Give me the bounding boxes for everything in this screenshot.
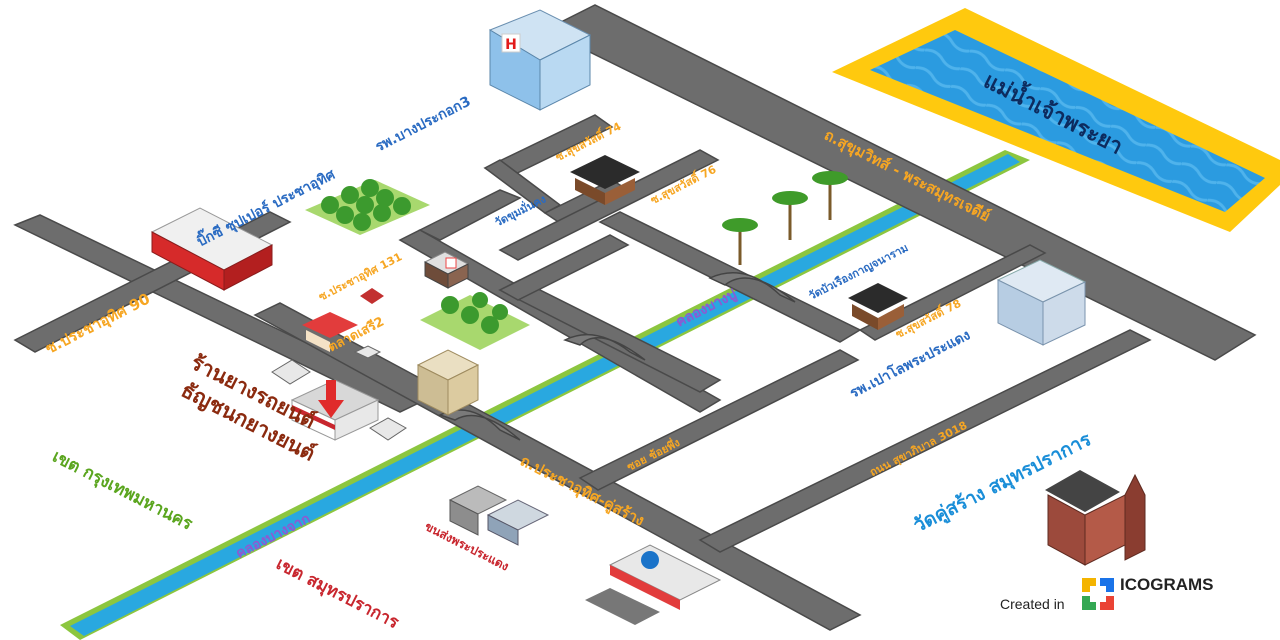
canal	[60, 150, 1030, 640]
bridges	[438, 272, 796, 441]
label-district-samut: เขต สมุทรปราการ	[273, 554, 403, 633]
thai-house-icon	[570, 155, 640, 205]
road-prachauthit	[253, 302, 862, 631]
forest-icon	[305, 179, 430, 235]
road-sukhaphiban	[698, 329, 1152, 553]
river: แม่น้ำเจ้าพระยา	[832, 8, 1280, 232]
road-khlongphueng	[578, 349, 860, 491]
credit-brand: ICOGRAMS	[1120, 575, 1214, 594]
small-houses-icon	[271, 345, 407, 441]
label-hospital-right: รพ.เปาโลพระประแดง	[846, 325, 973, 401]
apartment-icon	[416, 349, 480, 416]
hospital-top-icon: H	[488, 9, 592, 111]
convenience-store-icon	[423, 251, 470, 289]
palm-trees-icon	[722, 171, 848, 265]
roads	[13, 4, 1257, 631]
road-sukhumvit	[543, 4, 1257, 361]
road-label-sukhaphiban: ถนน สุขาภิบาล 3018	[868, 419, 970, 480]
credit: Created in ICOGRAMS	[1000, 575, 1214, 612]
hospital-right-icon	[996, 259, 1087, 346]
icograms-logo-icon	[1082, 578, 1114, 610]
location-arrow-icon	[318, 380, 344, 418]
label-hospital-top: รพ.บางประกอก3	[373, 94, 474, 156]
warehouse-icon	[150, 207, 274, 291]
church-icon	[1045, 470, 1146, 566]
label-district-bkk: เขต กรุงเทพมหานคร	[49, 447, 196, 535]
bus-terminal-icon	[448, 485, 550, 546]
credit-prefix: Created in	[1000, 596, 1065, 612]
svg-text:H: H	[505, 37, 517, 53]
temple-house-icon	[848, 283, 908, 330]
market-icon	[302, 288, 384, 352]
park-icon	[420, 292, 530, 350]
gas-station-icon	[585, 544, 722, 625]
